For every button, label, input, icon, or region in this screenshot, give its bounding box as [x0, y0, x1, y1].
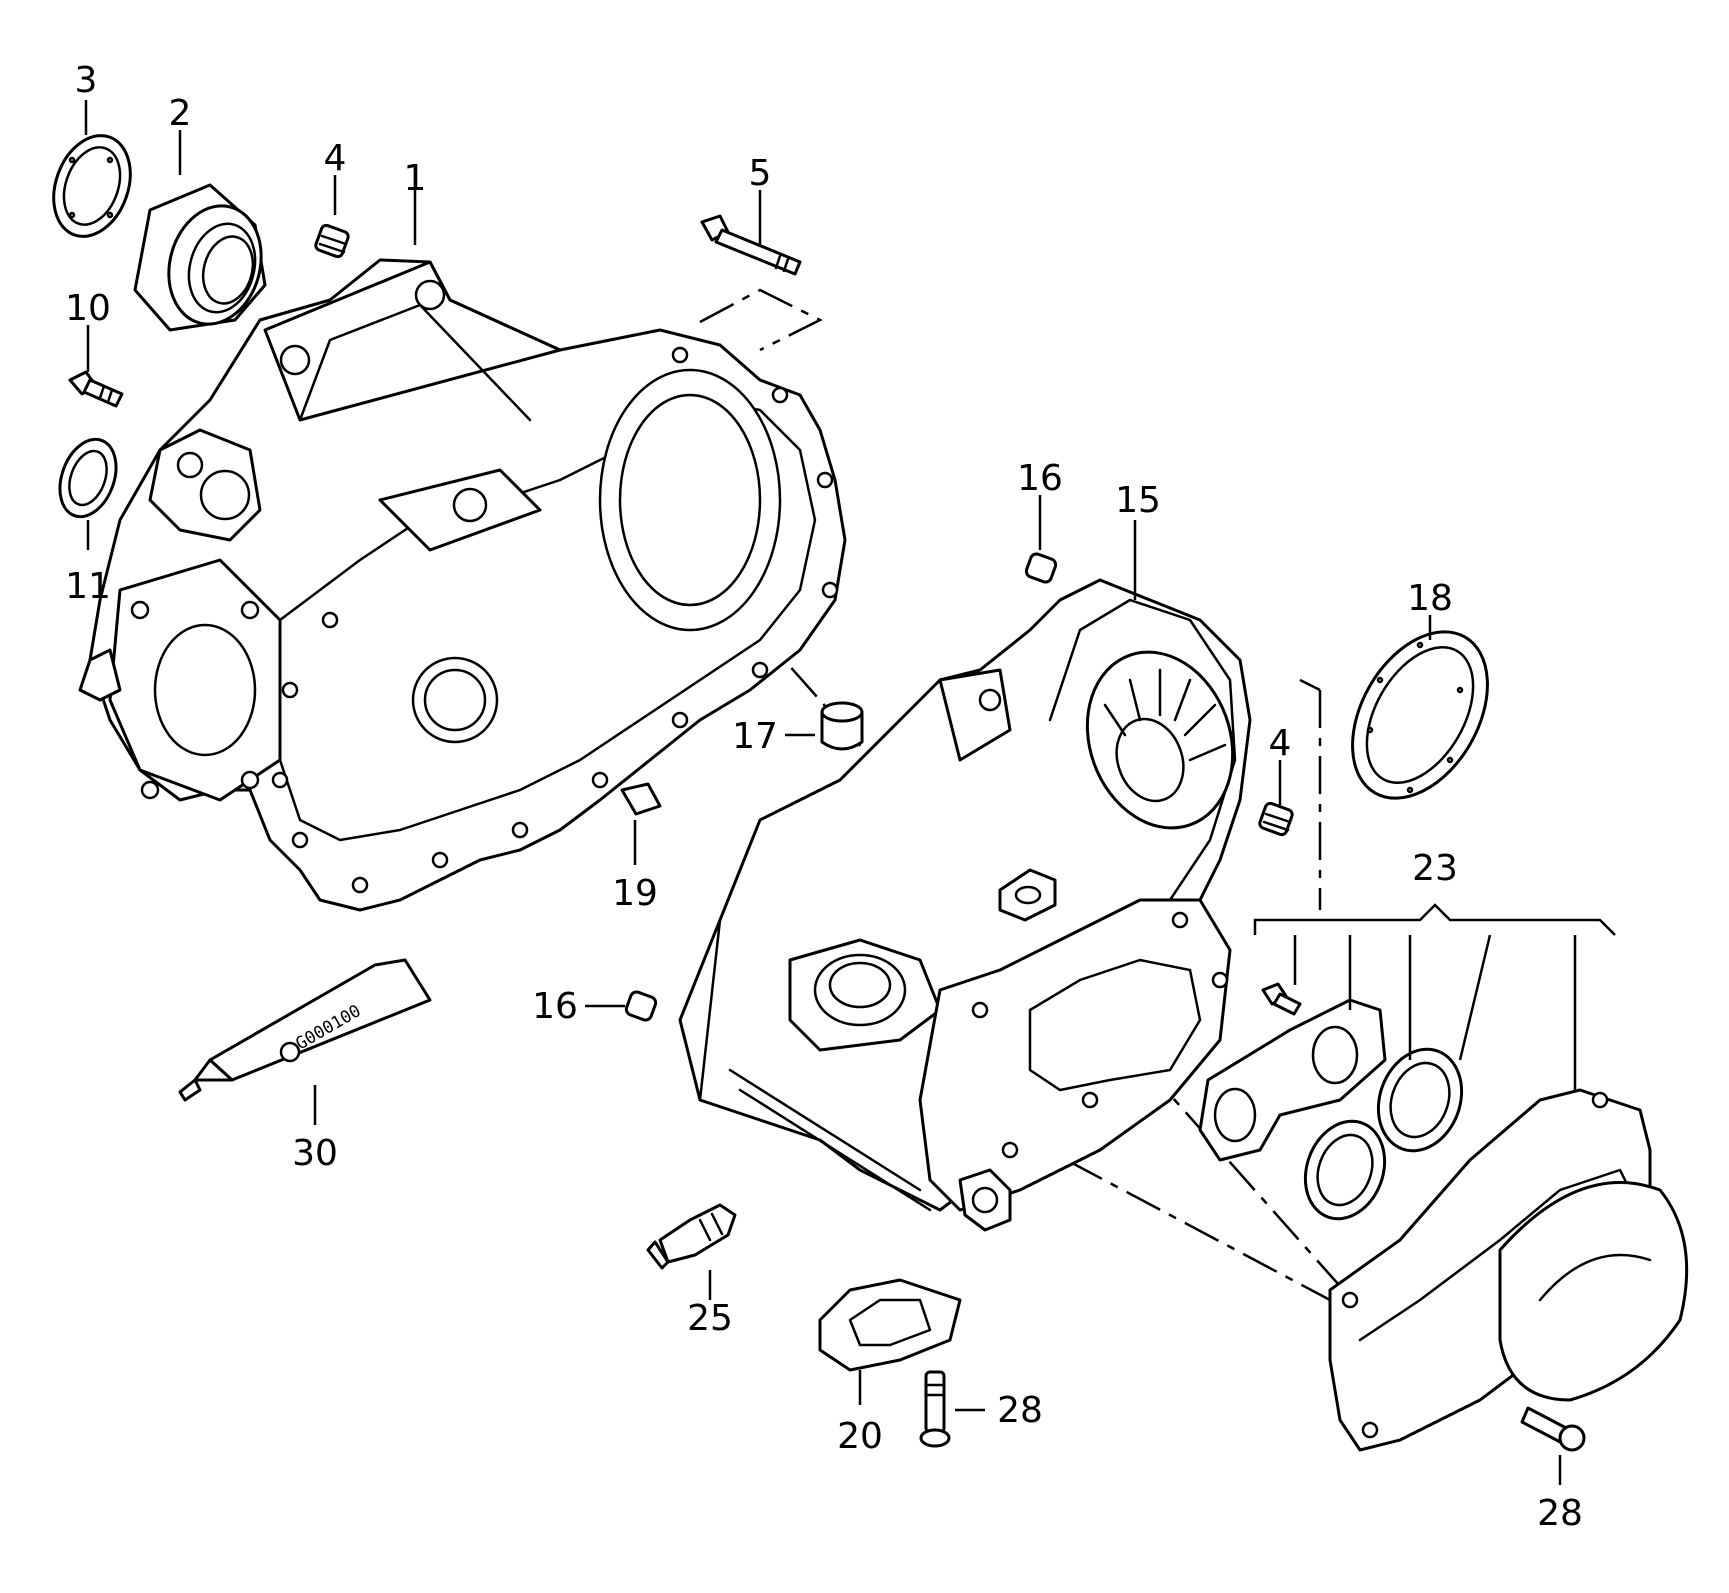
callout-25: 25 — [687, 1298, 733, 1339]
retaining-plate-23 — [1198, 998, 1387, 1162]
oil-seal-3 — [52, 134, 132, 238]
bolt-28-left — [919, 1370, 951, 1448]
callout-23: 23 — [1412, 848, 1458, 889]
seal-18 — [1351, 630, 1489, 800]
pin-16-bottom — [624, 990, 658, 1022]
callout-20: 20 — [837, 1416, 883, 1457]
gearbox-housing — [678, 578, 1252, 1232]
cover-plate-20 — [818, 1278, 962, 1372]
callout-4-right: 4 — [1269, 723, 1292, 764]
callout-30: 30 — [292, 1133, 338, 1174]
callout-4-top: 4 — [324, 138, 347, 179]
bolt-28-right — [1520, 1406, 1586, 1452]
callout-15: 15 — [1115, 480, 1161, 521]
callout-28-left: 28 — [997, 1390, 1043, 1431]
mount-bracket — [263, 260, 562, 422]
plug-4-right — [1258, 801, 1294, 837]
callout-17: 17 — [732, 716, 778, 757]
plug-4-top — [314, 223, 350, 259]
callout-18: 18 — [1407, 578, 1453, 619]
block-19 — [620, 782, 662, 816]
clutch-opening — [598, 368, 782, 632]
bolt-5 — [700, 214, 802, 276]
callout-19: 19 — [612, 873, 658, 914]
cap-17 — [820, 701, 864, 751]
callout-1: 1 — [404, 158, 427, 199]
bolt-23-small — [1261, 982, 1302, 1016]
seal-ring-11 — [58, 437, 118, 519]
vw-logo-icon — [279, 1041, 301, 1063]
callout-labels: 3 2 4 1 5 10 11 16 15 18 17 4 19 23 16 3… — [65, 60, 1583, 1534]
callout-10: 10 — [65, 288, 111, 329]
callout-28-right: 28 — [1537, 1493, 1583, 1534]
axis-line-bolt-5 — [699, 288, 823, 352]
callout-16-bottom: 16 — [532, 986, 578, 1027]
pin-16-top — [1024, 552, 1058, 584]
axis-line-seal-18 — [1299, 678, 1322, 910]
callout-11: 11 — [65, 566, 111, 607]
bearing-23-b — [1376, 1047, 1464, 1153]
bearing-23-a — [1303, 1119, 1387, 1221]
end-cover-23 — [1328, 1088, 1689, 1452]
leader-lines — [84, 100, 1616, 1485]
bell-housing — [78, 258, 847, 912]
sealant-tube-30: G000100 — [178, 958, 432, 1102]
callout-3: 3 — [75, 60, 98, 101]
sender-25 — [646, 1203, 737, 1270]
callout-2: 2 — [169, 93, 192, 134]
axis-line-cover — [1009, 1128, 1331, 1302]
sleeve-2 — [133, 183, 267, 332]
bolt-10 — [68, 370, 124, 408]
callout-16-top: 16 — [1017, 458, 1063, 499]
callout-5: 5 — [749, 153, 772, 194]
